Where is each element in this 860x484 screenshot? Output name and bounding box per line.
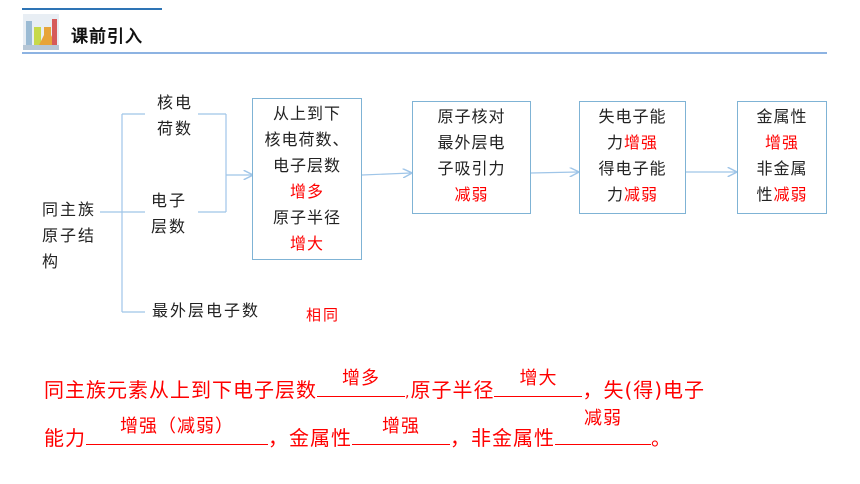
branch-electron-shells: 电子 层数 <box>151 188 187 240</box>
box4-line-4-red: 减弱 <box>773 185 808 204</box>
box1-line-6: 增大 <box>289 234 324 253</box>
box2-line-4: 减弱 <box>454 185 489 204</box>
blank-4: 增强 <box>352 416 450 445</box>
box2-line-2: 最外层电 <box>437 133 506 152</box>
branch-nuclear-line-1: 核电 <box>157 93 194 112</box>
blank-3-answer: 增强（减弱） <box>120 416 234 437</box>
box1-line-1: 从上到下 <box>272 104 341 123</box>
diagram-root: 同主族 原子结 构 <box>42 197 96 275</box>
root-line-2: 原子结 <box>42 226 97 245</box>
blank-1-answer: 增多 <box>342 368 380 389</box>
summary-sep-1: , <box>405 385 411 401</box>
box4-line-4: 性减弱 <box>738 182 826 208</box>
branch-nuclear-charge: 核电 荷数 <box>157 90 193 142</box>
branch-shells-line-2: 层数 <box>151 217 188 236</box>
box2-line-3: 子吸引力 <box>437 159 506 178</box>
summary-text-2a: 能力 <box>44 426 86 450</box>
box-trend-2: 原子核对 最外层电 子吸引力 减弱 <box>412 101 531 214</box>
blank-2-answer: 增大 <box>519 368 558 389</box>
box3-line-4-red: 减弱 <box>624 185 659 204</box>
box3-line-4: 力减弱 <box>580 182 685 208</box>
box-trend-3: 失电子能 力增强 得电子能 力减弱 <box>579 101 686 214</box>
root-line-1: 同主族 <box>42 200 97 219</box>
box4-line-1: 金属性 <box>756 107 808 126</box>
box1-line-5: 原子半径 <box>272 208 341 227</box>
lab-flasks-icon <box>23 14 59 50</box>
summary-text-2c: ，非金属性 <box>450 426 555 450</box>
header-underline <box>22 52 827 54</box>
branch-nuclear-line-2: 荷数 <box>157 119 194 138</box>
branch-outer-electrons: 最外层电子数 <box>152 301 261 320</box>
branch-shells-line-1: 电子 <box>151 191 188 210</box>
blank-5-answer: 减弱 <box>584 408 622 429</box>
branch-outer-note: 相同 <box>306 306 341 324</box>
blank-5: 减弱 <box>555 408 651 445</box>
header-top-rule <box>22 8 162 10</box>
box-trend-4: 金属性 增强 非金属 性减弱 <box>737 101 827 214</box>
box3-line-4-text: 力 <box>606 185 624 204</box>
summary-line-2: 能力 增强（减弱） ，金属性 增强 ，非金属性 减弱。 <box>44 408 672 451</box>
summary-text-2d: 。 <box>651 426 672 450</box>
summary-text-1c: ，失(得)电子 <box>582 378 706 402</box>
box3-line-2: 力增强 <box>580 130 685 156</box>
box3-line-1: 失电子能 <box>598 107 667 126</box>
box4-line-3: 非金属 <box>756 159 808 178</box>
blank-3: 增强（减弱） <box>86 416 268 445</box>
summary-text-2b: ，金属性 <box>268 426 352 450</box>
box2-line-1: 原子核对 <box>437 107 506 126</box>
box3-line-2-red: 增强 <box>624 133 659 152</box>
box4-line-4-text: 性 <box>756 185 774 204</box>
summary-text-1a: 同主族元素从上到下电子层数 <box>44 378 317 402</box>
root-line-3: 构 <box>42 252 61 271</box>
page-title: 课前引入 <box>71 27 143 47</box>
blank-4-answer: 增强 <box>382 416 420 437</box>
box1-line-2: 核电荷数、 <box>264 130 350 149</box>
blank-1: 增多 <box>317 368 405 397</box>
box3-line-2-text: 力 <box>606 133 624 152</box>
box-trend-1: 从上到下 核电荷数、 电子层数 增多 原子半径 增大 <box>252 98 362 260</box>
blank-2: 增大 <box>494 368 583 397</box>
summary-line-1: 同主族元素从上到下电子层数 增多,原子半径 增大 ，失(得)电子 <box>44 368 706 403</box>
box1-line-4: 增多 <box>289 182 324 201</box>
box3-line-3: 得电子能 <box>598 159 667 178</box>
box1-line-3: 电子层数 <box>272 156 341 175</box>
summary-text-1b: 原子半径 <box>410 378 495 402</box>
box4-line-2: 增强 <box>764 133 799 152</box>
